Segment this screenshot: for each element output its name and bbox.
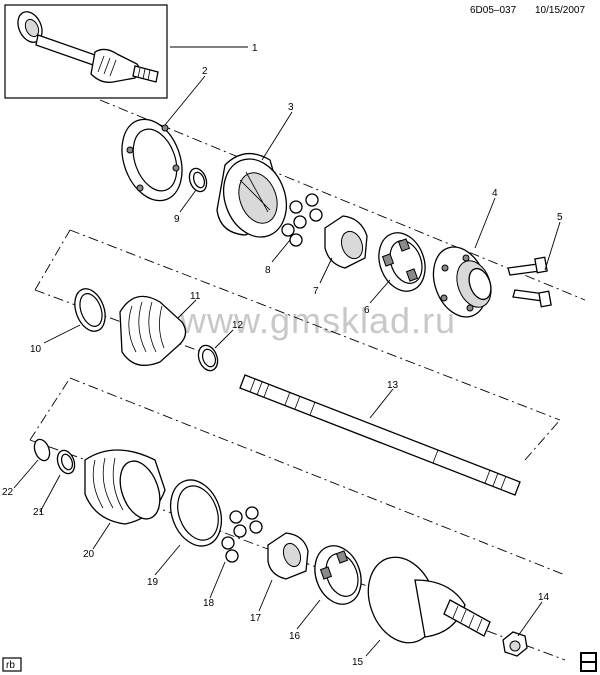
part-6-cage — [378, 232, 426, 292]
inset-assembly-view — [4, 4, 168, 99]
diagram-code: 6D05–037 — [470, 5, 517, 16]
part-3-outer-race — [216, 153, 287, 238]
callout-13: 13 — [387, 380, 399, 391]
footer-tag: rb — [2, 657, 22, 672]
callout-14: 14 — [538, 592, 550, 603]
part-13-halfshaft — [239, 374, 521, 496]
callout-11: 11 — [190, 291, 201, 302]
part-15-outer-housing — [367, 556, 491, 644]
part-11-boot — [119, 295, 187, 366]
callout-17: 17 — [250, 613, 262, 624]
callout-18: 18 — [203, 598, 215, 609]
callout-20: 20 — [83, 549, 95, 560]
part-8-balls — [281, 193, 323, 247]
callout-16: 16 — [289, 631, 301, 642]
part-9-snap-ring — [188, 167, 208, 193]
callout-22: 22 — [2, 487, 14, 498]
part-14-nut — [502, 631, 528, 657]
part-17-inner-race — [267, 532, 309, 580]
diagram-date: 10/15/2007 — [535, 5, 585, 16]
part-18-balls — [221, 506, 263, 563]
part-5-bolts — [507, 256, 552, 308]
callout-10: 10 — [30, 344, 42, 355]
part-4-flange — [432, 246, 492, 318]
callout-5: 5 — [557, 212, 563, 223]
part-21-ring — [56, 449, 76, 475]
callout-1: 1 — [252, 43, 258, 54]
callout-7: 7 — [313, 286, 319, 297]
callout-labels: 1 2 3 4 5 6 7 8 9 10 11 12 13 14 15 16 1… — [2, 43, 563, 668]
callout-4: 4 — [492, 188, 498, 199]
callout-3: 3 — [288, 102, 294, 113]
gm-spo-logo-icon — [580, 652, 597, 672]
callout-2: 2 — [202, 66, 208, 77]
callout-12: 12 — [232, 320, 244, 331]
part-10-clamp — [74, 288, 106, 332]
callout-9: 9 — [174, 214, 180, 225]
part-16-cage — [314, 545, 362, 605]
part-19-clamp — [169, 479, 223, 547]
callout-21: 21 — [33, 507, 45, 518]
part-2-flange — [121, 118, 183, 202]
callout-6: 6 — [364, 305, 370, 316]
callout-19: 19 — [147, 577, 159, 588]
footer-tag-label: rb — [6, 660, 15, 671]
part-22-ring — [33, 438, 51, 462]
callout-15: 15 — [352, 657, 364, 668]
callout-8: 8 — [265, 265, 271, 276]
part-12-clamp — [197, 344, 219, 372]
callout-leaders — [13, 46, 561, 657]
part-20-boot — [84, 449, 166, 525]
part-7-inner-race — [324, 215, 368, 269]
watermark: www.gmsklad.ru — [179, 300, 456, 341]
